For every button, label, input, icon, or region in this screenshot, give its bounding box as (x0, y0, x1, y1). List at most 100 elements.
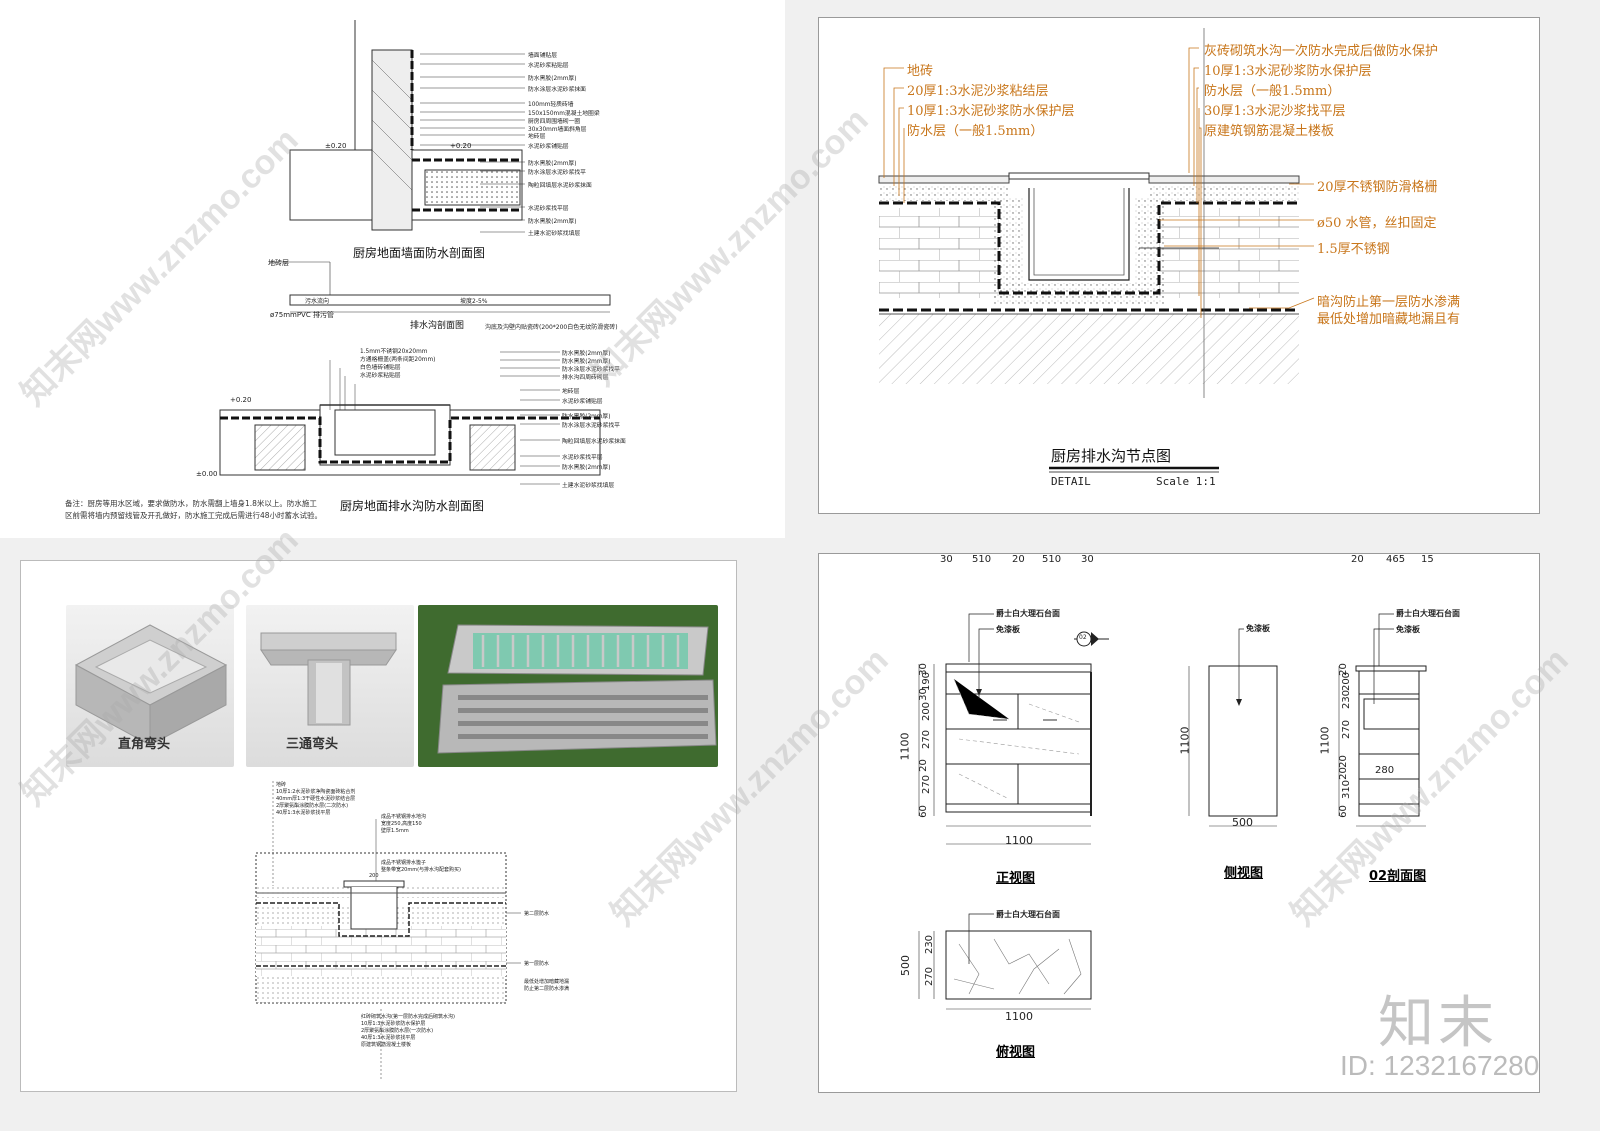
title-wall-section: 厨房地面墙面防水剖面图 (353, 246, 486, 260)
p3-bottom-label-2: 2厚聚氨酯涂膜防水层(一次防水) (361, 1028, 434, 1034)
front-label-sub: 免漆板 (996, 625, 1020, 634)
top-view-title: 俯视图 (996, 1045, 1036, 1060)
grate-icon (437, 624, 717, 754)
front-view-title: 正视图 (996, 871, 1036, 886)
p3-top-label-2: 40mm厚1:3干硬性水泥砂浆结合层 (276, 796, 356, 802)
front-hdim-4: 30 (1081, 554, 1094, 565)
section-view-title: 02剖面图 (1369, 869, 1427, 884)
top-width: 1100 (1005, 1010, 1033, 1023)
detail-right-label-4: 原建筑钢筋混凝土楼板 (1204, 124, 1335, 139)
side-width: 500 (1232, 816, 1253, 829)
section-total-height: 1100 (1318, 726, 1332, 755)
front-vdim-7: 60 (917, 805, 929, 818)
detail-title: 厨房排水沟节点图 (1051, 447, 1172, 465)
panel1-drawing (219, 20, 611, 485)
section-label-sub: 免漆板 (1396, 625, 1420, 634)
panel-kitchen-waterproof-sections: 厨房地面墙面防水剖面图 排水沟剖面图 厨房地面排水沟防水剖面图 备注：厨房等用水… (0, 0, 785, 538)
wall-label-14: 防水黑胶(2mm厚) (528, 219, 577, 225)
p3-cover-label-1: 整条带宽20mm(与排水沟配套购买) (381, 867, 462, 873)
p3-bottom-label-3: 40厚1:3水泥砂浆找平层 (361, 1035, 416, 1041)
section-vdim-4: 20 (1337, 755, 1349, 768)
front-total-height: 1100 (898, 732, 912, 761)
floor-right-label-5: 水泥砂浆铺贴层 (562, 399, 603, 405)
label-trench-note: 沟底及沟壁内贴瓷砖(200*200白色无纹防滑瓷砖) (485, 324, 618, 331)
panel4-drawing (918, 613, 1427, 1010)
section-label-top: 爵士白大理石台面 (1396, 609, 1460, 618)
front-vdim-2: 30 (917, 688, 929, 701)
p3-mid-label-1: 宽度250,高度150 (381, 821, 422, 827)
label-tile-layer: 地砖层 (268, 259, 289, 267)
front-hdim-0: 30 (940, 554, 953, 565)
top-dim-230: 230 (924, 934, 936, 955)
elbow-icon (74, 624, 228, 746)
floor-right-label-3: 排水沟四周砖砌层 (562, 375, 609, 381)
detail-side-label-0: 20厚不锈钢防滑格栅 (1317, 180, 1438, 195)
floor-right-label-11: 土建水泥砂浆找填层 (562, 483, 615, 489)
floor-top-label-2: 白色墙砖铺贴层 (360, 365, 401, 371)
section-vdim-5: 20 (1337, 767, 1349, 780)
note-line-2: 区前需将墙内预留线管及开孔做好，防水施工完成后需进行48小时蓄水试验。 (65, 511, 323, 520)
section-vdim-2: 230 (1341, 689, 1353, 710)
side-total-height: 1100 (1178, 726, 1192, 755)
detail-scale: Scale 1:1 (1156, 475, 1216, 488)
level-020: ±0.20 (325, 142, 347, 150)
front-vdim-6: 270 (921, 774, 933, 795)
p3-right-label-1: 第一层防水 (524, 961, 550, 967)
wall-label-2: 防水黑胶(2mm厚) (528, 76, 577, 82)
section-hdim-2: 15 (1421, 554, 1434, 565)
tee-icon (260, 632, 397, 726)
wall-label-10: 防水黑胶(2mm厚) (528, 161, 577, 167)
side-view-title: 侧视图 (1224, 866, 1264, 881)
detail-side-label-4: 最低处增加暗藏地漏且有 (1317, 312, 1461, 327)
section-hdim-0: 20 (1351, 554, 1364, 565)
floor-top-label-1: 方通格栅盖(两条间距20mm) (360, 357, 436, 363)
photo-grates (418, 605, 718, 767)
panel2-drawing (878, 28, 1315, 473)
front-section-mark: 02 (1079, 634, 1087, 641)
floor-right-label-2: 防水涂层水泥砂浆找平 (562, 367, 620, 373)
wall-label-9: 水泥砂浆铺贴层 (528, 144, 569, 150)
panel-trench-products: 直角弯头 三通弯头 (20, 560, 737, 1092)
p3-right-label-2: 最低处增加暗藏地漏 (524, 979, 570, 985)
floor-right-label-1: 防水黑胶(2mm厚) (562, 359, 611, 365)
wall-label-8: 地砖层 (528, 134, 546, 140)
title-floor-trench-section: 厨房地面排水沟防水剖面图 (340, 499, 485, 513)
level-plus020: +0.20 (450, 142, 472, 150)
panel3-drawing (255, 781, 521, 1081)
front-hdim-1: 510 (972, 554, 992, 565)
wall-label-15: 土建水泥砂浆找填层 (528, 231, 581, 237)
level-000: ±0.00 (196, 470, 218, 478)
floor-right-label-4: 地砖层 (562, 389, 580, 395)
wall-label-1: 水泥砂浆粘贴层 (528, 63, 569, 69)
detail-right-label-3: 30厚1:3水泥沙浆找平层 (1204, 104, 1346, 119)
front-vdim-5: 20 (917, 759, 929, 772)
photo1-label: 直角弯头 (118, 737, 171, 752)
wall-label-13: 水泥砂浆找平层 (528, 206, 569, 212)
label-pipe: ø75mmPVC 排污管 (270, 311, 334, 319)
photo-right-angle-elbow: 直角弯头 (66, 605, 234, 767)
detail-side-label-2: 1.5厚不锈钢 (1317, 242, 1390, 257)
wall-label-3: 防水涂层水泥砂浆抹面 (528, 87, 586, 93)
section-hdim-1: 465 (1386, 554, 1406, 565)
detail-label: DETAIL (1051, 475, 1091, 488)
floor-right-label-10: 防水黑胶(2mm厚) (562, 465, 611, 471)
p3-right-label-0: 第二层防水 (524, 911, 550, 917)
section-vdim-7: 60 (1337, 805, 1349, 818)
detail-right-label-0: 灰砖砌筑水沟一次防水完成后做防水保护 (1204, 44, 1439, 59)
photo2-label: 三通弯头 (286, 737, 339, 752)
wall-label-4: 100mm轻质砖墙 (528, 102, 574, 108)
wall-label-11: 防水涂层水泥砂浆找平 (528, 170, 586, 176)
photo-tee-elbow: 三通弯头 (246, 605, 414, 767)
wall-label-5: 150x150mm混凝土地圈梁 (528, 111, 600, 117)
p3-top-label-1: 10厚1:2水泥砂浆净陶瓷面砖粘合剂 (276, 789, 356, 795)
floor-top-label-3: 水泥砂浆粘贴层 (360, 373, 401, 379)
p3-top-label-3: 2厚聚氨酯涂膜防水层(二次防水) (276, 803, 349, 809)
detail-right-label-2: 防水层（一般1.5mm） (1204, 84, 1341, 99)
note-line-1: 备注：厨房等用水区域，要求做防水，防水需翻上墙身1.8米以上。防水施工 (65, 499, 317, 508)
section-vdim-3: 270 (1341, 719, 1353, 740)
floor-right-label-6: 防水黑胶(2mm厚) (562, 414, 611, 420)
detail-side-label-3: 暗沟防止第一层防水渗满 (1317, 295, 1461, 310)
label-trench-fill: 污水流向 (305, 298, 330, 305)
